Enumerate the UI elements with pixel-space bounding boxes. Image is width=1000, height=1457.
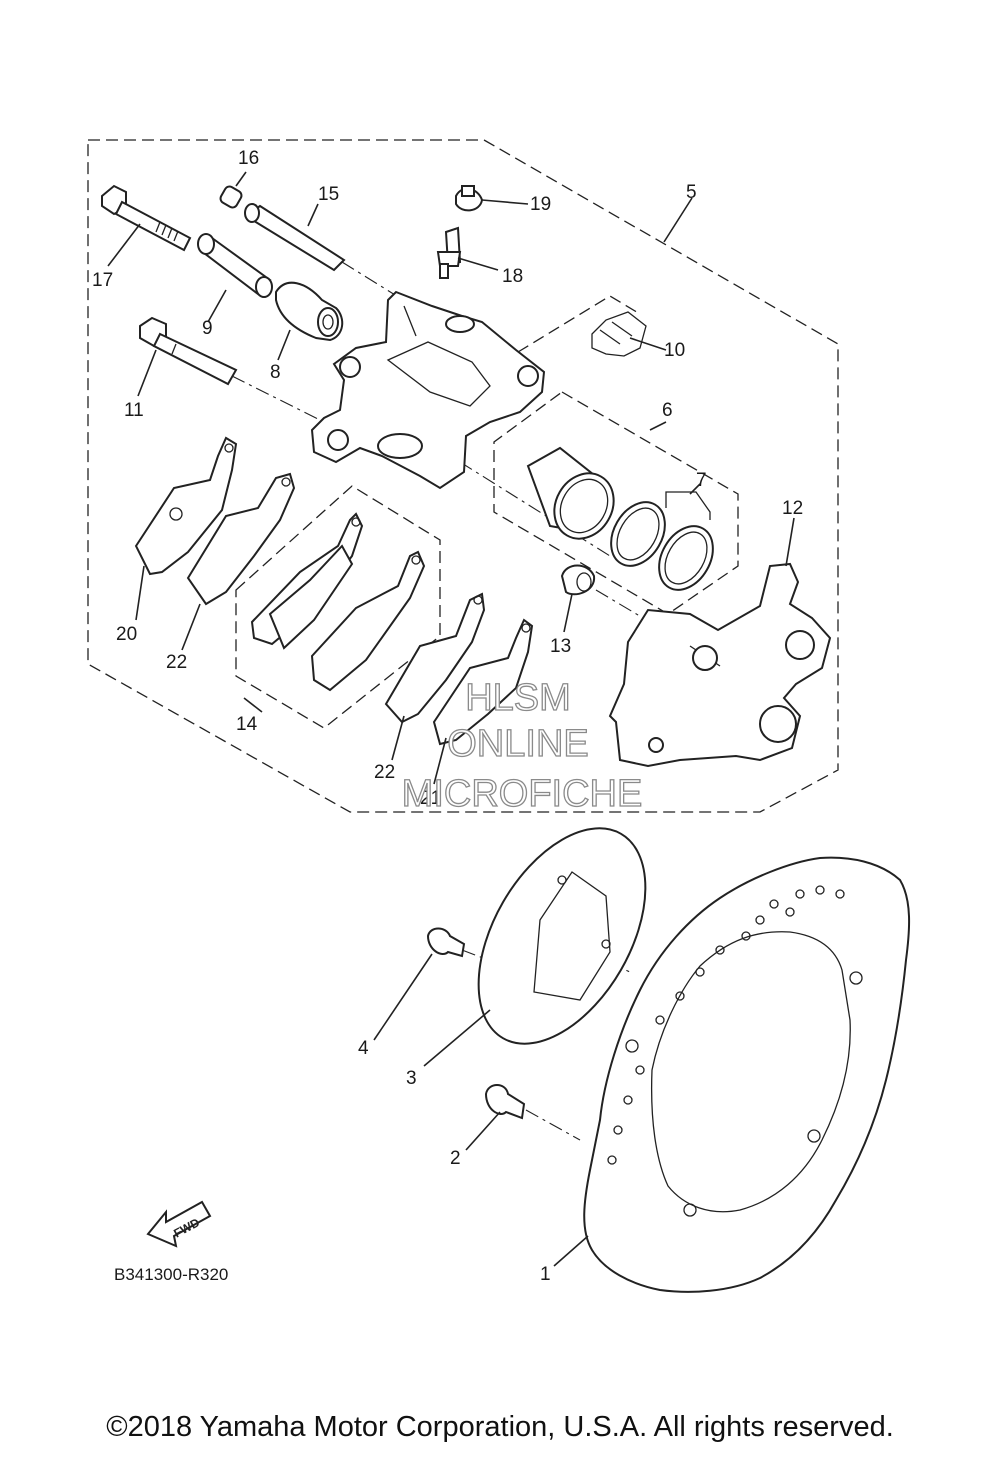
callout-labels: 1 2 3 4 5 6 7 8 9 10 11 12 13 14 15 16 1… <box>92 148 803 1285</box>
callout-2: 2 <box>450 1148 461 1169</box>
callout-14: 14 <box>236 714 258 735</box>
part-8-boot <box>275 281 344 342</box>
callout-21: 21 <box>420 788 441 809</box>
callout-15: 15 <box>318 184 339 205</box>
part-16-bushing <box>219 185 243 209</box>
callout-3: 3 <box>406 1068 417 1089</box>
part-22-shim-upper <box>186 472 296 606</box>
part-10-pad-spring <box>591 311 647 357</box>
callout-4: 4 <box>358 1038 369 1059</box>
part-6-piston <box>526 446 615 540</box>
watermark: HLSM ONLINE MICROFICHE <box>401 676 643 815</box>
watermark-line-1: HLSM <box>465 677 571 719</box>
part-9-sleeve <box>197 233 273 298</box>
part-2-bolt <box>484 1084 526 1120</box>
fwd-arrow-icon: FWD <box>146 1200 212 1248</box>
copyright-notice: ©2018 Yamaha Motor Corporation, U.S.A. A… <box>106 1411 894 1443</box>
part-19-cap <box>455 185 484 212</box>
brake-pad-group-outline <box>235 485 441 729</box>
parts-diagram: FWD 1 2 3 4 5 6 7 8 9 10 <box>87 139 911 1293</box>
part-7-seal-kit <box>610 491 714 591</box>
callout-13: 13 <box>550 636 571 657</box>
part-20-shim <box>134 436 238 576</box>
callout-7: 7 <box>696 470 707 491</box>
callout-10: 10 <box>664 340 685 361</box>
part-3-sensor-rotor <box>477 827 647 1045</box>
part-4-screw <box>426 927 466 958</box>
watermark-line-2: ONLINE <box>447 723 588 765</box>
callout-1: 1 <box>540 1264 551 1285</box>
part-12-bracket <box>608 562 832 768</box>
part-17-bolt <box>101 184 192 252</box>
callout-5: 5 <box>686 182 697 203</box>
callout-18: 18 <box>502 266 523 287</box>
diagram-code: B341300-R320 <box>114 1265 228 1284</box>
callout-12: 12 <box>782 498 803 519</box>
watermark-line-3: MICROFICHE <box>402 773 643 815</box>
part-15-pin <box>244 203 346 272</box>
part-14-brake-pad-kit <box>250 512 426 692</box>
part-21-shim <box>432 618 534 746</box>
part-11-bolt <box>139 316 238 386</box>
callout-6: 6 <box>662 400 673 421</box>
callout-17: 17 <box>92 270 113 291</box>
callout-8: 8 <box>270 362 281 383</box>
part-5-caliper-body <box>310 290 546 490</box>
part-1-brake-disc <box>583 856 911 1293</box>
callout-16: 16 <box>238 148 259 169</box>
part-13-cap <box>560 564 596 596</box>
callout-11: 11 <box>124 400 144 421</box>
piston-group-outline <box>493 391 739 615</box>
part-22-shim-lower <box>384 592 486 724</box>
pad-clip-outline <box>517 295 641 353</box>
callout-22-upper: 22 <box>166 652 187 673</box>
part-18-bleeder-valve <box>436 226 462 279</box>
callout-22-lower: 22 <box>374 762 395 783</box>
callout-20: 20 <box>116 624 137 645</box>
callout-9: 9 <box>202 318 213 339</box>
leader-lines <box>107 171 795 1267</box>
callout-19: 19 <box>530 194 551 215</box>
